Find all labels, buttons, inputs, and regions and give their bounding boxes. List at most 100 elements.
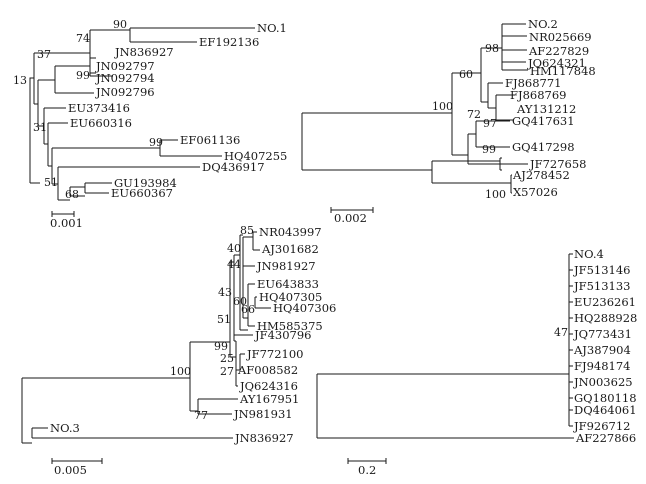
bootstrap-value: 31 bbox=[33, 121, 47, 134]
bootstrap-value: 51 bbox=[44, 176, 58, 189]
bootstrap-value: 99 bbox=[149, 136, 163, 149]
bootstrap-value: 51 bbox=[217, 313, 231, 326]
tree-branches-b bbox=[301, 23, 528, 213]
taxon-label: EU643833 bbox=[257, 277, 319, 291]
taxon-label: JF513146 bbox=[573, 263, 631, 277]
taxon-label: FJ868769 bbox=[510, 88, 567, 102]
taxon-label: EF061136 bbox=[180, 133, 240, 147]
taxon-label: JN836927 bbox=[234, 431, 294, 445]
taxon-label: GQ180118 bbox=[574, 391, 637, 405]
bootstrap-value: 99 bbox=[76, 69, 90, 82]
bootstrap-value: 37 bbox=[37, 48, 51, 61]
tree-branches-a bbox=[29, 27, 255, 217]
tree-branches-d bbox=[316, 253, 574, 464]
bootstrap-value: 77 bbox=[194, 409, 208, 422]
taxon-label: JQ773431 bbox=[573, 327, 632, 341]
tree-panel-c: NR043997 AJ301682 JN981927 EU643833 HQ40… bbox=[21, 224, 336, 477]
taxon-label: NR043997 bbox=[259, 225, 322, 239]
taxon-label: HQ407255 bbox=[224, 149, 287, 163]
taxon-label: AY167951 bbox=[239, 392, 299, 406]
bootstrap-value: 40 bbox=[227, 242, 241, 255]
bootstrap-value: 99 bbox=[482, 143, 496, 156]
taxon-label: JN092794 bbox=[95, 71, 155, 85]
bootstrap-value: 47 bbox=[554, 326, 568, 339]
scale-bar-label: 0.002 bbox=[334, 211, 367, 225]
bootstrap-value: 97 bbox=[483, 117, 497, 130]
taxon-label: JN836927 bbox=[114, 45, 174, 59]
tree-labels-c: NR043997 AJ301682 JN981927 EU643833 HQ40… bbox=[50, 224, 336, 477]
tree-labels-a: NO.1 EF192136 JN836927 JN092797 JN092794… bbox=[13, 18, 287, 230]
tree-labels-b: NO.2 NR025669 AF227829 JQ624321 HM117848… bbox=[334, 17, 596, 225]
taxon-label: AF227829 bbox=[528, 44, 589, 58]
scale-bar-label: 0.2 bbox=[358, 463, 376, 477]
taxon-label: GU193984 bbox=[114, 176, 177, 190]
taxon-label: AJ387904 bbox=[573, 343, 631, 357]
taxon-label: HM585375 bbox=[257, 319, 323, 333]
taxon-label: JN092797 bbox=[95, 59, 155, 73]
bootstrap-value: 66 bbox=[241, 303, 255, 316]
bootstrap-value: 100 bbox=[432, 100, 453, 113]
taxon-label: JF513133 bbox=[573, 279, 631, 293]
bootstrap-value: 85 bbox=[240, 224, 254, 237]
taxon-label: DQ464061 bbox=[574, 403, 637, 417]
taxon-label: GQ417298 bbox=[512, 140, 575, 154]
taxon-label: EU236261 bbox=[574, 295, 636, 309]
taxon-label: NO.3 bbox=[50, 421, 80, 435]
taxon-label: JN003625 bbox=[573, 375, 633, 389]
taxon-label: AF008582 bbox=[237, 363, 298, 377]
taxon-label: AY131212 bbox=[516, 102, 576, 116]
taxon-label: EU660316 bbox=[70, 116, 132, 130]
bootstrap-value: 99 bbox=[214, 340, 228, 353]
bootstrap-value: 68 bbox=[65, 188, 79, 201]
bootstrap-value: 60 bbox=[233, 295, 247, 308]
bootstrap-value: 100 bbox=[485, 188, 506, 201]
taxon-label: HM117848 bbox=[530, 64, 596, 78]
bootstrap-value: 43 bbox=[218, 286, 232, 299]
taxon-label: HQ288928 bbox=[574, 311, 637, 325]
taxon-label: X57026 bbox=[513, 185, 558, 199]
bootstrap-value: 72 bbox=[467, 108, 481, 121]
bootstrap-value: 60 bbox=[459, 68, 473, 81]
bootstrap-value: 98 bbox=[485, 42, 499, 55]
taxon-label: HQ407305 bbox=[259, 290, 322, 304]
bootstrap-value: 13 bbox=[13, 74, 27, 87]
taxon-label: AJ278452 bbox=[512, 168, 570, 182]
bootstrap-value: 74 bbox=[76, 32, 90, 45]
taxon-label: DQ436917 bbox=[202, 160, 265, 174]
bootstrap-value: 44 bbox=[227, 258, 241, 271]
tree-panel-d: NO.4 JF513146 JF513133 EU236261 HQ288928… bbox=[316, 247, 637, 477]
taxon-label: NR025669 bbox=[529, 30, 592, 44]
tree-branches-c bbox=[21, 231, 271, 464]
bootstrap-value: 90 bbox=[113, 18, 127, 31]
taxon-label: JQ624316 bbox=[239, 379, 298, 393]
bootstrap-value: 27 bbox=[220, 365, 234, 378]
taxon-label: HQ407306 bbox=[273, 301, 336, 315]
taxon-label: JN092796 bbox=[95, 85, 155, 99]
taxon-label: JF727658 bbox=[529, 157, 587, 171]
scale-bar-label: 0.001 bbox=[50, 216, 83, 230]
tree-panel-b: NO.2 NR025669 AF227829 JQ624321 HM117848… bbox=[301, 17, 596, 225]
taxon-label: JF430796 bbox=[254, 328, 312, 342]
taxon-label: NO.2 bbox=[528, 17, 558, 31]
taxon-label: FJ948174 bbox=[574, 359, 631, 373]
taxon-label: JF772100 bbox=[246, 347, 304, 361]
taxon-label: JQ624321 bbox=[527, 56, 586, 70]
taxon-label: NO.1 bbox=[257, 21, 287, 35]
taxon-label: JN981931 bbox=[233, 407, 293, 421]
taxon-label: AF227866 bbox=[575, 431, 636, 445]
taxon-label: FJ868771 bbox=[505, 76, 562, 90]
taxon-label: EU660367 bbox=[111, 186, 173, 200]
taxon-label: JN981927 bbox=[256, 259, 316, 273]
taxon-label: GQ417631 bbox=[512, 114, 575, 128]
tree-panel-a: NO.1 EF192136 JN836927 JN092797 JN092794… bbox=[13, 18, 287, 230]
bootstrap-value: 25 bbox=[220, 352, 234, 365]
taxon-label: EU373416 bbox=[68, 101, 130, 115]
taxon-label: AJ301682 bbox=[261, 242, 319, 256]
taxon-label: NO.4 bbox=[574, 247, 604, 261]
taxon-label: JF926712 bbox=[573, 419, 631, 433]
taxon-label: EF192136 bbox=[199, 35, 259, 49]
scale-bar-label: 0.005 bbox=[54, 463, 87, 477]
bootstrap-value: 100 bbox=[170, 365, 191, 378]
tree-labels-d: NO.4 JF513146 JF513133 EU236261 HQ288928… bbox=[358, 247, 637, 477]
